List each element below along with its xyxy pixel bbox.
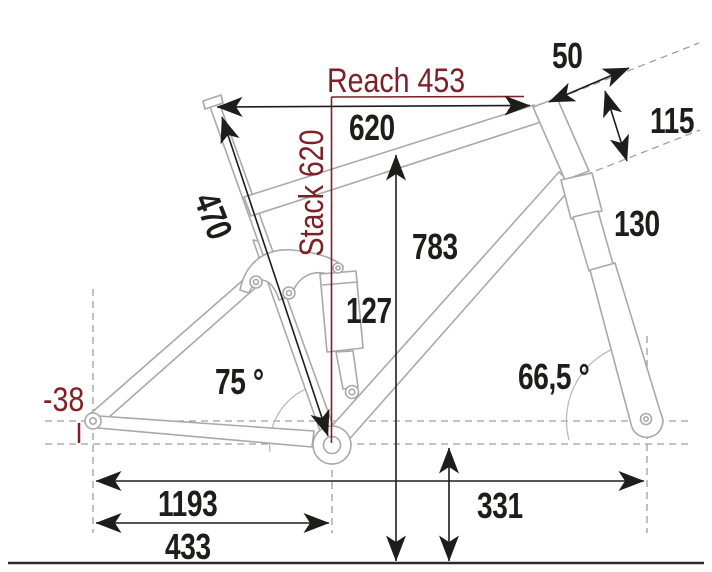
wheelbase-label: 1193	[158, 483, 218, 524]
bb-drop-label: -38	[43, 381, 85, 419]
fork-stanchion-shape	[572, 210, 614, 272]
shock-upper-eyelet-hole	[335, 265, 341, 271]
shock-travel-label: 127	[346, 290, 392, 331]
head-bottom-perpendicular-guide	[584, 129, 701, 176]
rocker-pivot-1-hole	[252, 278, 260, 286]
rear-axle-hole	[89, 416, 98, 425]
standover-label: 783	[412, 226, 458, 267]
measure-arrows	[95, 67, 645, 562]
top-tube-length-label: 620	[349, 107, 395, 148]
seat-stay-shape	[89, 273, 263, 426]
fork-travel-label: 130	[614, 203, 660, 244]
bb-height-label: 331	[477, 485, 523, 526]
head-tube-length-label: 115	[650, 100, 695, 141]
fork-crown-shape	[560, 172, 603, 220]
shock-shaft-shape	[335, 350, 359, 390]
frame-linework	[84, 94, 664, 465]
chainstay-label: 433	[165, 526, 211, 567]
head-tube-shape	[532, 97, 590, 181]
stem-length-label: 50	[552, 35, 583, 76]
top-tube-length-arrow	[216, 95, 531, 117]
stack-label: Stack 620	[293, 129, 331, 257]
front-axle-hole	[642, 415, 649, 422]
seat-tube-arrow	[220, 116, 330, 437]
fork-lowers-shape	[589, 262, 664, 439]
rocker-pivot-2-hole	[285, 289, 293, 297]
reach-label: Reach 453	[327, 62, 466, 100]
head-angle-arc	[565, 344, 625, 441]
head-tube-length-arrow	[603, 90, 629, 162]
stem-arrow	[548, 67, 630, 103]
head-angle-label: 66,5 °	[518, 356, 590, 397]
shock-lower-eyelet-hole	[348, 388, 356, 396]
seat-angle-label: 75 °	[215, 361, 264, 402]
